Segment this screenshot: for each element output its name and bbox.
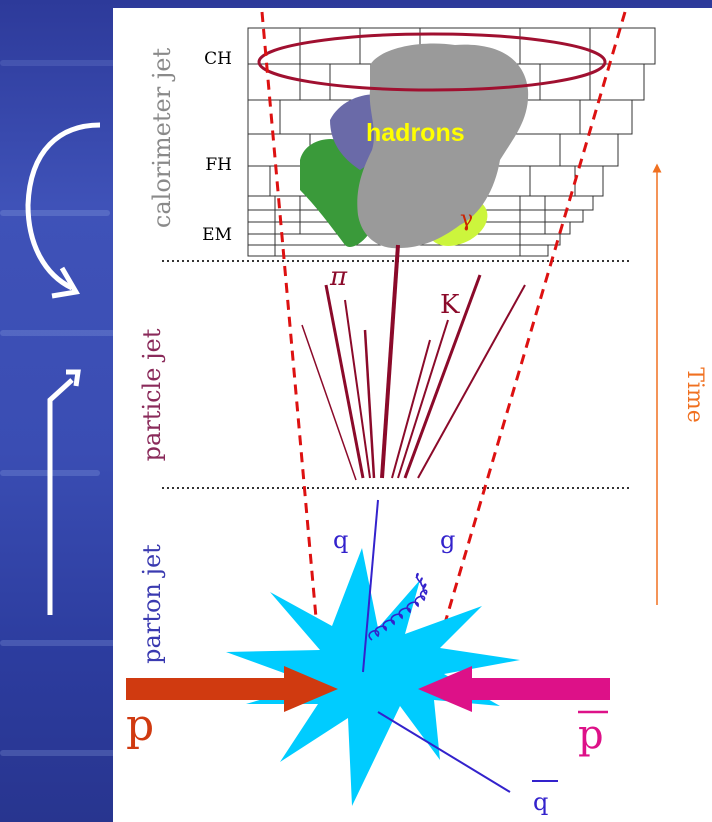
label-em: EM [202, 225, 232, 245]
green-hadron-blob [300, 139, 370, 247]
antiquark-track [377, 711, 511, 793]
gluon-spiral [368, 572, 428, 641]
parton-jet-label: parton jet [138, 544, 166, 664]
jet-cone-left [260, 11, 320, 641]
proton-label: p [126, 700, 154, 751]
background-streak [0, 330, 140, 336]
quark-label: q [333, 526, 348, 554]
calorimeter-ring [257, 32, 607, 92]
antiproton-beam-arrow [418, 666, 610, 712]
particle-tracks [301, 244, 526, 481]
quark-track [362, 499, 379, 673]
antiquark-label: q [533, 788, 548, 816]
calorimeter-jet-label: calorimeter jet [148, 48, 176, 229]
hadron-blob [357, 43, 529, 249]
time-axis-label: Time [682, 367, 707, 423]
kaon-label: K [440, 290, 460, 320]
gamma-label: γ [460, 207, 473, 232]
jet-cone-right [438, 11, 627, 641]
background-streak [0, 210, 110, 216]
pion-label: π [329, 262, 348, 292]
background-streak [0, 640, 140, 646]
particle-jet-label: particle jet [138, 328, 166, 461]
elbow-arrow-icon [47, 369, 81, 615]
background-streak [0, 750, 120, 756]
gluon-label: g [440, 526, 455, 554]
hadrons-label: hadrons [366, 119, 465, 147]
label-ch: CH [204, 49, 232, 69]
collision-star [226, 548, 520, 806]
label-fh: FH [205, 155, 232, 175]
background-streak [0, 60, 140, 66]
curved-arrow-icon [25, 122, 101, 299]
antiproton-label: p [578, 712, 604, 758]
proton-beam-arrow [126, 666, 338, 712]
